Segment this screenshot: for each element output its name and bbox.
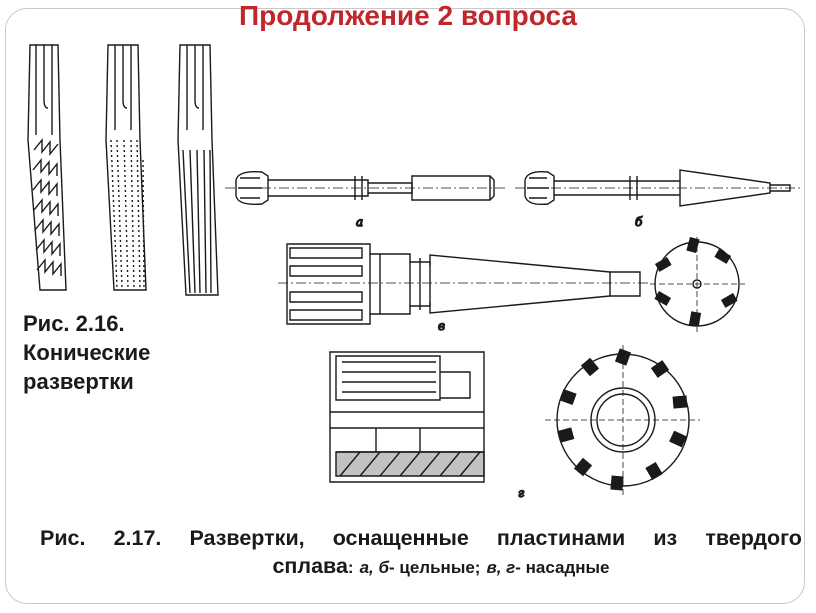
figure-216-caption-line: Рис. 2.16. [23,311,125,336]
reamer-g-end-view [545,345,700,496]
caption-word: твердого [705,526,802,550]
figure-216-caption: Рис. 2.16. Конические развертки [23,309,233,396]
figure-216-caption-line: развертки [23,369,134,394]
reamer-a [225,171,505,205]
caption-main: сплава [272,554,348,578]
figure-217-caption-line-2: сплава: а, б- цельные; в, г- насадные [80,552,802,582]
conical-reamer-3 [177,44,219,296]
caption-part2-letters: в, г [486,558,516,577]
caption-word: Рис. [40,526,86,550]
caption-word: 2.17. [113,526,162,550]
caption-word: Развертки, [189,526,305,550]
figure-217-caption-line-1: Рис. 2.17. Развертки, оснащенные пластин… [40,524,802,552]
caption-word: из [653,526,678,550]
label-b: б [635,215,643,229]
reamer-b [515,169,800,207]
conical-reamer-2 [105,44,147,291]
conical-reamer-1 [27,44,67,291]
slide-title: Продолжение 2 вопроса [239,0,577,31]
caption-word: оснащенные [332,526,469,550]
figure-217-caption: Рис. 2.17. Развертки, оснащенные пластин… [40,524,802,582]
reamer-g [329,351,485,483]
label-g: г [518,486,524,500]
caption-colon: : [347,558,354,577]
reamer-v [278,243,650,325]
caption-part1-text: - цельные; [389,558,481,577]
figure-216-caption-line: Конические [23,340,151,365]
caption-part2-text: - насадные [515,558,610,577]
label-a: а [356,215,363,229]
reamer-v-end-view [650,236,745,332]
label-v: в [438,319,445,333]
caption-part1-letters: а, б [359,558,390,577]
caption-word: пластинами [496,526,626,550]
slide-frame [5,8,805,604]
